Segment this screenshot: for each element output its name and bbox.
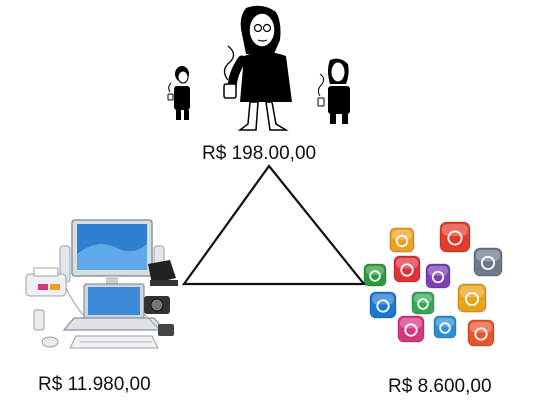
people-cost-label: R$ 198.00,00: [202, 143, 317, 164]
network-icon: [397, 315, 425, 343]
main-person-icon: [223, 5, 292, 131]
triangle-shape: [181, 164, 367, 286]
cart-icon: [411, 291, 435, 315]
hardware-cost-label: R$ 11.980,00: [38, 374, 151, 395]
chart-icon: [425, 263, 451, 289]
pen-icon: [363, 263, 387, 287]
mail-icon: [457, 283, 487, 313]
broadcast-icon: [439, 221, 471, 253]
camera-icon: [144, 296, 170, 314]
small-person-left-icon: [167, 66, 190, 120]
lock-icon: [473, 247, 503, 277]
hardware-illustration: [25, 219, 178, 349]
scanner-icon: [148, 260, 178, 286]
apps-illustration: [363, 221, 503, 347]
gear-icon: [369, 291, 397, 319]
keyboard-icon: [69, 335, 159, 349]
wifi-icon: [389, 227, 415, 253]
people-illustration: [167, 5, 350, 131]
printer-icon: [25, 267, 67, 297]
camera-icon: [433, 315, 457, 339]
small-person-right-icon: [317, 58, 350, 124]
arrow-icon: [467, 319, 495, 347]
laptop-icon: [62, 283, 166, 331]
apps-cost-label: R$ 8.600,00: [388, 376, 492, 397]
search-icon: [393, 255, 421, 283]
monitor-icon: [71, 219, 153, 292]
